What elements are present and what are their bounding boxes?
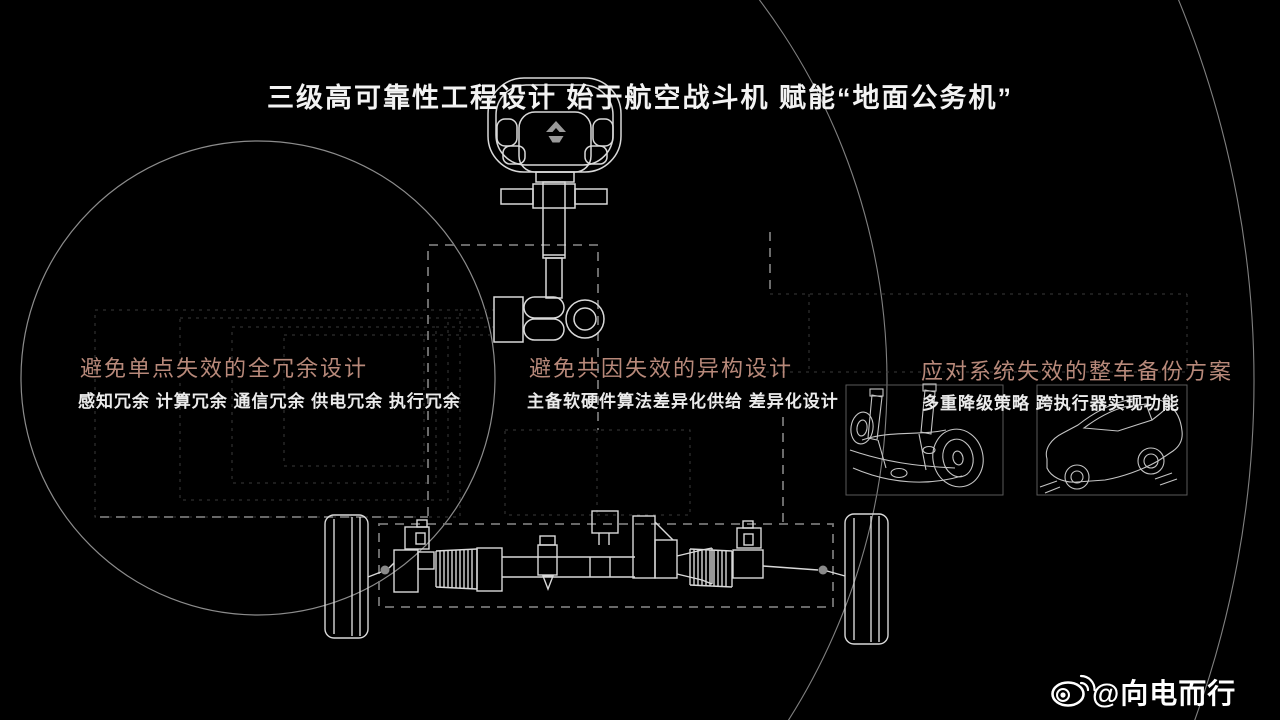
bellows-left xyxy=(435,549,478,589)
section-1-subtitle: 感知冗余 计算冗余 通信冗余 供电冗余 执行冗余 xyxy=(78,392,461,411)
steering-rack-drawing xyxy=(324,510,889,645)
front-wheel-right xyxy=(844,513,889,645)
concentric-circles xyxy=(20,0,1255,720)
section-3-subtitle: 多重降级策略 跨执行器实现功能 xyxy=(922,394,1180,413)
weibo-icon xyxy=(1051,674,1096,707)
dashed-frames xyxy=(100,232,834,608)
ball-joint-left xyxy=(380,565,390,575)
front-wheel-left xyxy=(324,514,369,639)
nio-logo xyxy=(546,121,566,143)
car-thumbnail xyxy=(1036,384,1188,496)
section-2-heading: 避免共因失效的异构设计 xyxy=(529,356,794,381)
section-2-subtitle: 主备软硬件算法差异化供给 差异化设计 xyxy=(527,392,839,411)
ball-joint-right xyxy=(818,565,828,575)
car-line-drawing xyxy=(1039,397,1183,494)
chassis-thumbnail xyxy=(845,383,1004,496)
chassis-line-drawing xyxy=(849,383,984,488)
watermark-handle: @向电而行 xyxy=(1092,678,1237,709)
bellows-right xyxy=(689,549,733,587)
section-1-heading: 避免单点失效的全冗余设计 xyxy=(80,356,369,381)
steering-column-drawing xyxy=(493,171,608,343)
section-3-heading: 应对系统失效的整车备份方案 xyxy=(921,359,1234,384)
slide-title: 三级高可靠性工程设计 始于航空战斗机 赋能“地面公务机” xyxy=(266,83,1013,113)
